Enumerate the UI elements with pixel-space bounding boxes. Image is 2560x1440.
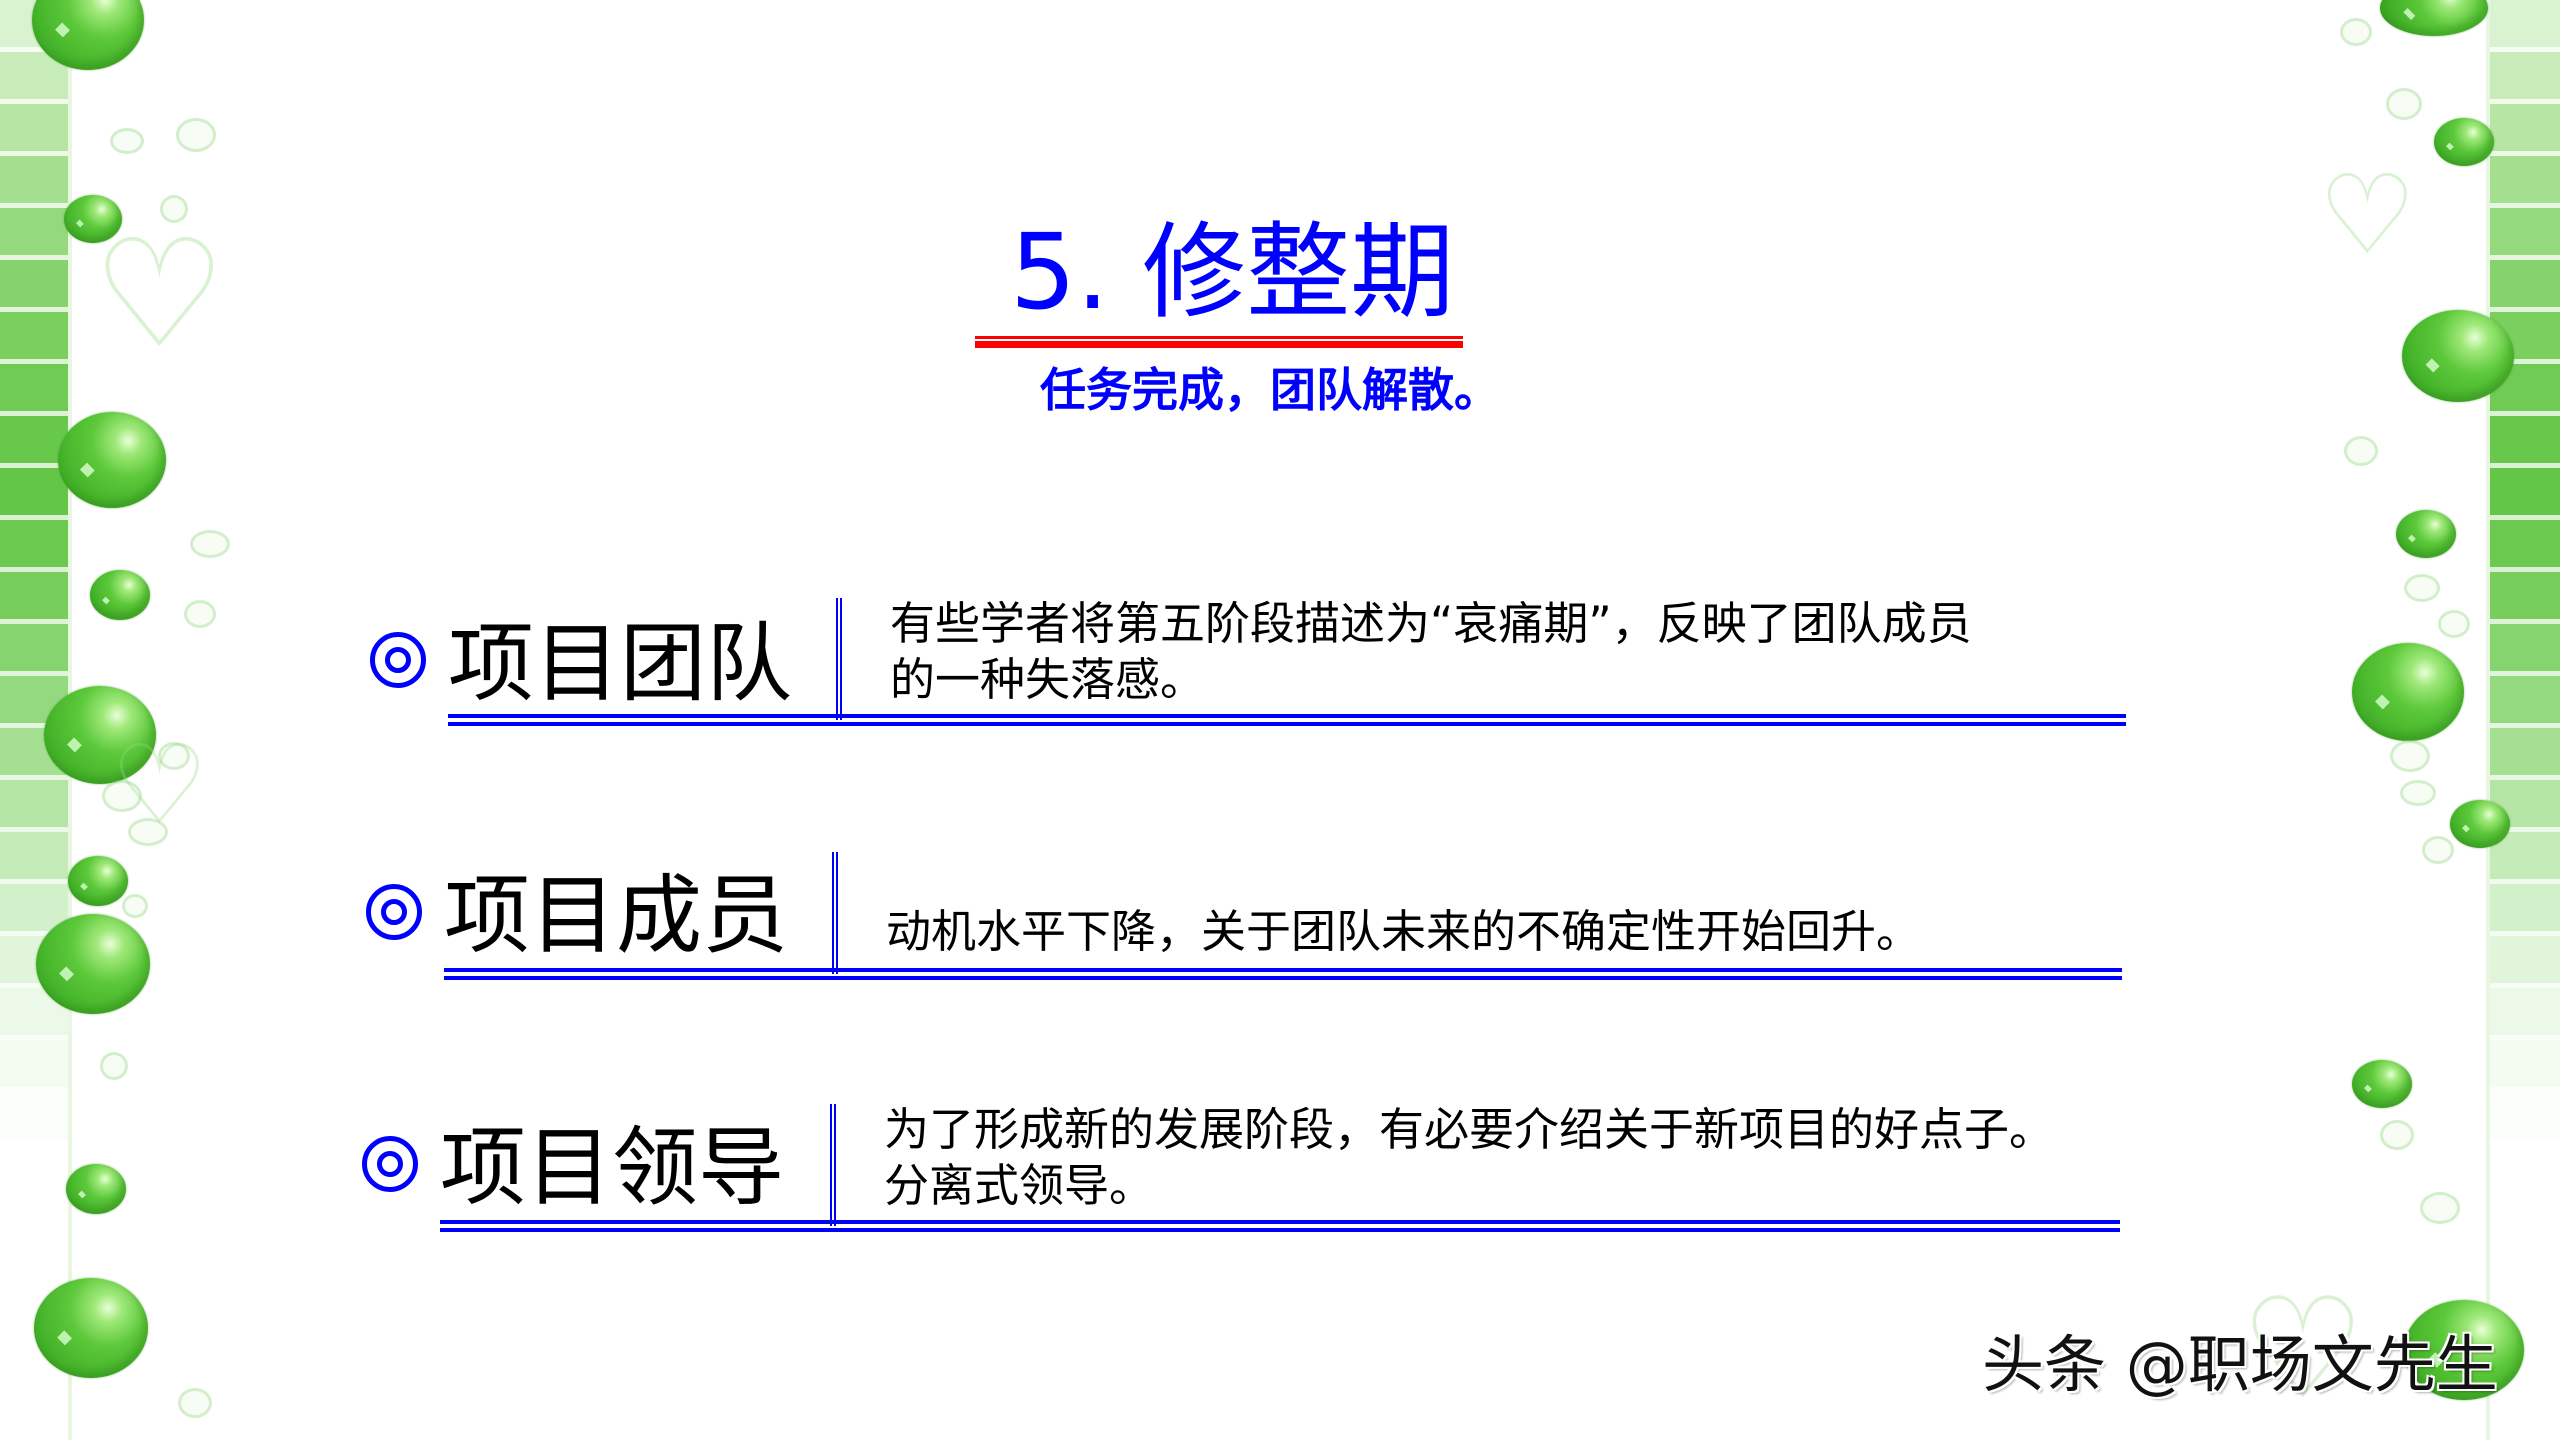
green-bubble-icon xyxy=(34,1278,148,1378)
green-bubble-icon xyxy=(68,856,128,906)
green-bubble-icon xyxy=(2396,510,2456,558)
sparkle-icon xyxy=(2422,836,2454,864)
heart-outline-icon: ♡ xyxy=(2240,1268,2366,1431)
title-underline-thin xyxy=(975,336,1463,339)
sparkle-icon xyxy=(2340,18,2372,46)
row-underline xyxy=(444,976,2122,980)
row-description-line: 分离式领导。 xyxy=(884,1159,1155,1212)
row-underline xyxy=(440,1228,2120,1232)
green-bubble-icon xyxy=(2352,1060,2412,1108)
sparkle-icon xyxy=(176,118,216,152)
row-vertical-divider xyxy=(836,598,842,720)
green-bubble-icon xyxy=(2352,643,2464,741)
row-underline xyxy=(440,1220,2120,1224)
green-bubble-icon xyxy=(2404,1300,2524,1400)
sparkle-icon xyxy=(2380,1120,2414,1150)
slide-subtitle: 任务完成，团队解散。 xyxy=(1040,363,1500,417)
sparkle-icon xyxy=(2390,740,2430,772)
left-green-stripe-border xyxy=(0,0,68,1440)
sparkle-icon xyxy=(158,742,190,770)
row-description-line: 为了形成新的发展阶段，有必要介绍关于新项目的好点子。 xyxy=(884,1103,2055,1156)
green-bubble-icon xyxy=(44,686,156,784)
right-border-edge xyxy=(2486,0,2490,1440)
slide-title: 5. 修整期 xyxy=(1010,211,1455,333)
row-vertical-divider xyxy=(832,852,838,974)
sparkle-icon xyxy=(178,1388,212,1418)
row-underline xyxy=(444,968,2122,972)
sparkle-icon xyxy=(2344,436,2378,466)
green-bubble-icon xyxy=(66,1164,126,1214)
sparkle-icon xyxy=(2404,574,2440,602)
row-description-line: 动机水平下降，关于团队未来的不确定性开始回升。 xyxy=(886,905,1922,958)
title-underline-thick xyxy=(975,341,1463,348)
heart-outline-icon: ♡ xyxy=(2318,151,2417,279)
sparkle-icon xyxy=(160,195,188,223)
green-bubble-icon xyxy=(36,914,150,1014)
sparkle-icon xyxy=(2400,780,2436,806)
green-bubble-icon xyxy=(2434,118,2494,166)
green-bubble-icon xyxy=(58,412,166,508)
green-bubble-icon xyxy=(64,195,122,243)
sparkle-icon xyxy=(2438,610,2470,638)
double-circle-icon xyxy=(366,884,422,940)
sparkle-icon xyxy=(100,1052,128,1080)
sparkle-icon xyxy=(190,530,230,558)
row-underline xyxy=(448,714,2126,718)
right-green-stripe-border xyxy=(2490,0,2560,1440)
sparkle-icon xyxy=(128,818,168,846)
sparkle-icon xyxy=(122,894,148,918)
double-circle-icon xyxy=(362,1136,418,1192)
green-bubble-icon xyxy=(90,570,150,620)
row-heading: 项目成员 xyxy=(444,866,788,966)
row-underline xyxy=(448,722,2126,726)
green-bubble-icon xyxy=(2402,310,2514,402)
row-description-line: 有些学者将第五阶段描述为“哀痛期”，反映了团队成员 xyxy=(890,597,1972,650)
green-bubble-icon xyxy=(2450,800,2510,848)
double-circle-icon xyxy=(370,632,426,688)
watermark: 头条 @职场文先生 xyxy=(1982,1328,2498,1401)
sparkle-icon xyxy=(184,600,216,628)
sparkle-icon xyxy=(102,780,142,812)
sparkle-icon xyxy=(2420,1192,2460,1224)
row-heading: 项目领导 xyxy=(440,1118,784,1218)
heart-outline-icon: ♡ xyxy=(92,208,227,382)
row-vertical-divider xyxy=(830,1104,836,1226)
green-bubble-icon xyxy=(2380,0,2488,36)
row-heading: 项目团队 xyxy=(448,614,792,714)
sparkle-icon xyxy=(2386,88,2422,120)
sparkle-icon xyxy=(110,128,144,154)
row-description-line: 的一种失落感。 xyxy=(890,653,1206,706)
